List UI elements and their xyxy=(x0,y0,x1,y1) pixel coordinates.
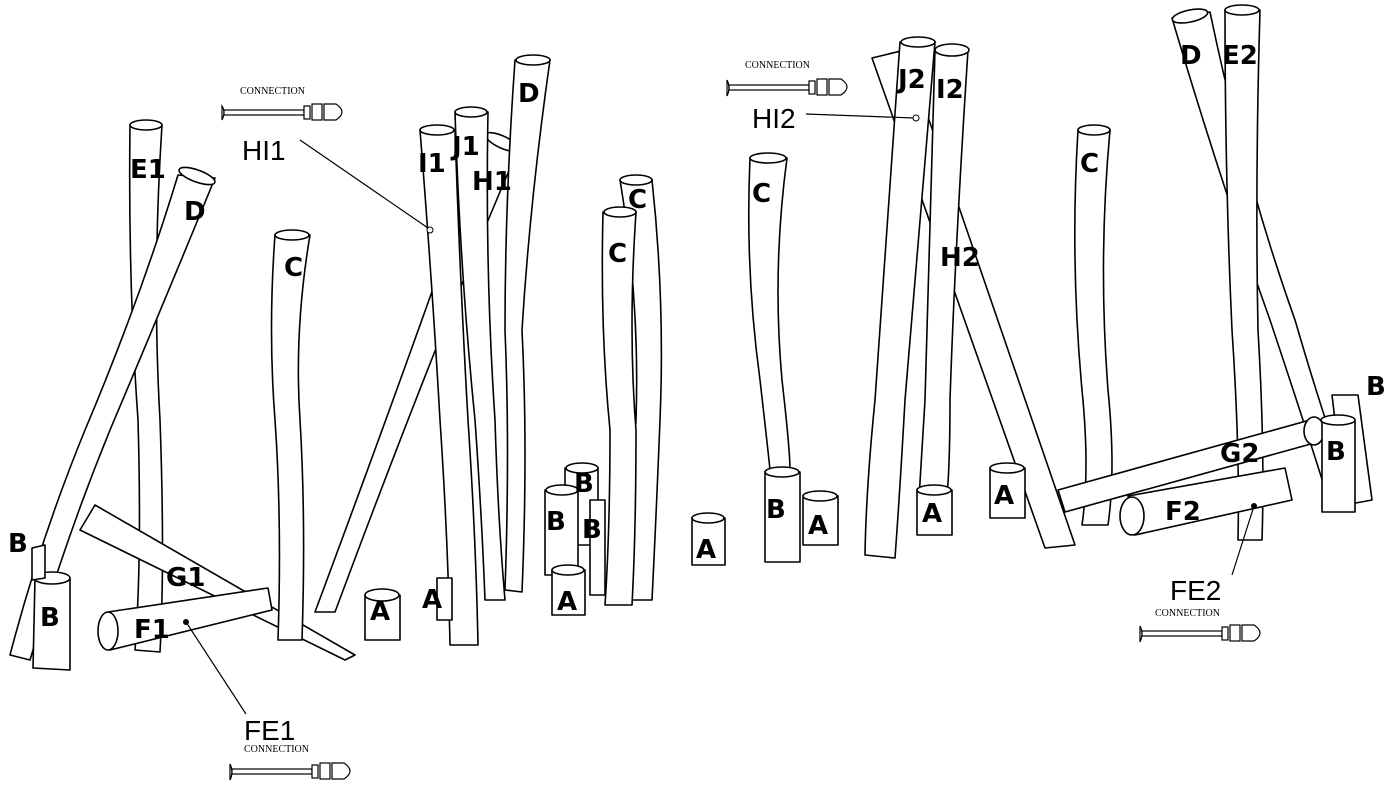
callout-fe2: FE2 CONNECTION xyxy=(1139,503,1261,643)
label-a-2: A xyxy=(422,585,442,615)
label-a-6: A xyxy=(922,499,942,529)
label-f1: F1 xyxy=(134,615,170,645)
label-e2: E2 xyxy=(1222,41,1258,71)
pole-d-left xyxy=(9,166,216,661)
label-b-right-top: B xyxy=(1366,372,1386,402)
label-i2: I2 xyxy=(936,75,964,105)
label-d-mid: D xyxy=(518,79,540,109)
label-b-left: B xyxy=(40,603,60,633)
part-a-7 xyxy=(989,462,1026,519)
label-j2: J2 xyxy=(896,65,926,95)
part-b-4 xyxy=(764,466,801,563)
pole-j2 xyxy=(864,36,936,559)
label-h1: H1 xyxy=(472,167,512,197)
hi2-caption: CONNECTION xyxy=(745,60,810,71)
hi2-ref: HI2 xyxy=(752,103,796,134)
fe1-caption: CONNECTION xyxy=(244,744,309,755)
label-a-3: A xyxy=(557,587,577,617)
label-a-5: A xyxy=(808,511,828,541)
pole-j1 xyxy=(454,106,506,601)
callout-hi1: CONNECTION HI1 xyxy=(221,86,434,234)
label-b-left-top: B xyxy=(8,529,28,559)
bolt-icon xyxy=(229,762,351,781)
part-b-3 xyxy=(589,499,606,596)
label-d-right: D xyxy=(1180,41,1202,71)
label-i1: I1 xyxy=(418,149,446,179)
label-j1: J1 xyxy=(450,132,480,162)
bolt-icon xyxy=(726,78,848,97)
label-b-2: B xyxy=(546,507,566,537)
label-a-4: A xyxy=(696,535,716,565)
bolt-icon xyxy=(221,103,343,121)
label-c-mid-back: C xyxy=(628,185,647,215)
part-a-6 xyxy=(916,484,953,536)
label-a-1: A xyxy=(370,597,390,627)
label-d-left: D xyxy=(184,197,206,227)
label-b-right: B xyxy=(1326,437,1346,467)
hi1-caption: CONNECTION xyxy=(240,86,305,97)
part-b-2 xyxy=(544,484,579,576)
bolt-icon xyxy=(1139,624,1261,643)
pole-f2 xyxy=(1119,467,1293,536)
label-f2: F2 xyxy=(1165,497,1201,527)
pole-i1 xyxy=(419,124,479,646)
hi1-ref: HI1 xyxy=(242,135,286,166)
pole-d-mid xyxy=(504,54,551,593)
label-c-left: C xyxy=(284,253,303,283)
part-a-4 xyxy=(691,512,726,566)
pole-e2 xyxy=(1224,4,1264,541)
part-a-3 xyxy=(551,564,586,616)
label-g2: G2 xyxy=(1220,439,1259,469)
pole-e1 xyxy=(128,119,164,653)
pole-b-right xyxy=(1320,414,1356,513)
label-b-3: B xyxy=(582,515,602,545)
pole-g2 xyxy=(1057,416,1325,513)
callout-hi2: CONNECTION HI2 xyxy=(726,60,920,134)
pole-c-left xyxy=(270,229,311,641)
callout-fe1: FE1 CONNECTION xyxy=(183,619,351,781)
pole-c-mid-front xyxy=(601,206,637,606)
fe2-caption: CONNECTION xyxy=(1155,608,1220,619)
label-h2: H2 xyxy=(940,243,980,273)
label-g1: G1 xyxy=(166,563,205,593)
label-c-center: C xyxy=(752,179,771,209)
label-c-right: C xyxy=(1080,149,1099,179)
pole-b-left xyxy=(31,544,71,671)
label-c-mid-front: C xyxy=(608,239,627,269)
part-a-5 xyxy=(802,490,839,546)
label-b-1: B xyxy=(574,469,594,499)
pole-f1 xyxy=(97,587,273,651)
label-a-7: A xyxy=(994,481,1014,511)
label-b-4: B xyxy=(766,495,786,525)
fe2-ref: FE2 xyxy=(1170,575,1221,606)
label-e1: E1 xyxy=(130,155,166,185)
pole-c-right xyxy=(1074,124,1113,526)
pole-c-mid-back xyxy=(619,174,663,601)
part-a-2 xyxy=(436,577,453,621)
fe1-ref: FE1 xyxy=(244,715,295,746)
part-a-1 xyxy=(364,588,401,641)
